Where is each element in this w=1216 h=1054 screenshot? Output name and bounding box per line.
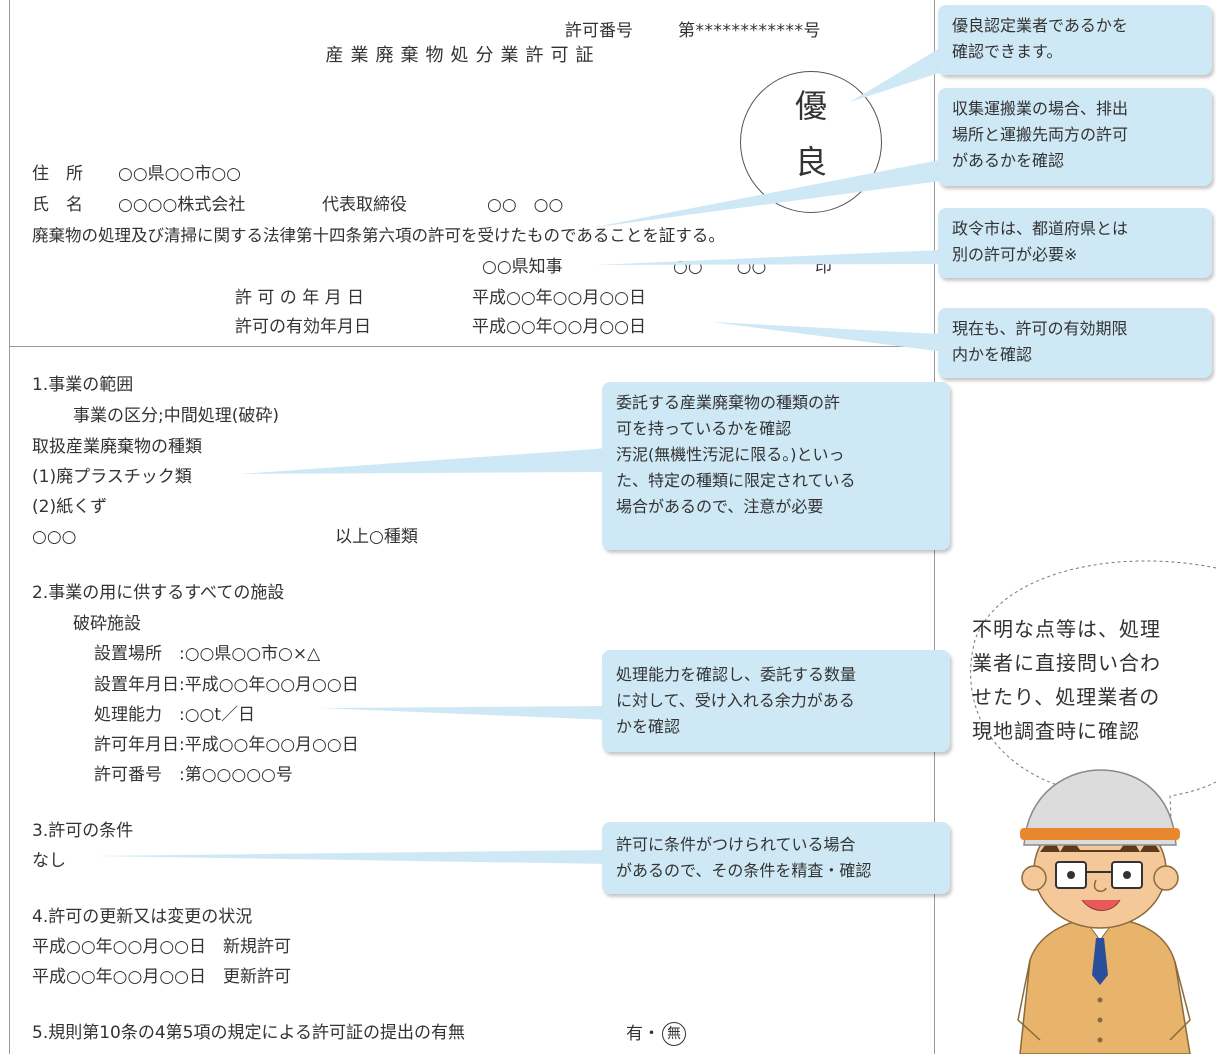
section-5-text: 5.規則第10条の4第5項の規定による許可証の提出の有無 (32, 1023, 465, 1043)
facility-install-date: 設置年月日:平成○○年○○月○○日 (94, 675, 359, 695)
waste-type-item: ○○○ (32, 527, 77, 547)
submission-no-circled: 無 (662, 1022, 686, 1046)
callout-waste-types: 委託する産業廃棄物の種類の許 可を持っているかを確認 汚泥(無機性汚泥に限る。)… (602, 382, 950, 550)
section-1-heading: 1.事業の範囲 (32, 375, 134, 395)
section-3-heading: 3.許可の条件 (32, 821, 134, 841)
pointer-c7 (92, 850, 610, 864)
facility-permit-date: 許可年月日:平成○○年○○月○○日 (94, 735, 359, 755)
callout-line: 現在も、許可の有効期限 (952, 319, 1128, 338)
callout-line: 別の許可が必要※ (952, 245, 1078, 264)
callout-line: 許可に条件がつけられている場合 (616, 835, 856, 854)
section-4-heading: 4.許可の更新又は変更の状況 (32, 907, 253, 927)
callout-line: 優良認定業者であるかを (952, 16, 1128, 35)
section-2-heading: 2.事業の用に供するすべての施設 (32, 583, 285, 603)
callout-transport: 収集運搬業の場合、排出 場所と運搬先両方の許可 があるかを確認 (938, 88, 1212, 186)
callout-line: た、特定の種類に限定されている (616, 471, 856, 490)
representative-title: 代表取締役 (322, 195, 407, 215)
facility-permit-number: 許可番号 :第○○○○○号 (94, 765, 293, 785)
pointer-c2 (590, 160, 948, 228)
pointer-c3 (595, 250, 944, 265)
callout-excellent: 優良認定業者であるかを 確認できます。 (938, 5, 1212, 75)
callout-line: 政令市は、都道府県とは (952, 219, 1129, 238)
callout-line: 場所と運搬先両方の許可 (952, 125, 1129, 144)
callout-validity: 現在も、許可の有効期限 内かを確認 (938, 308, 1212, 378)
separator: ・ (643, 1024, 660, 1044)
speech-line: 現地調査時に確認 (972, 719, 1140, 743)
stamp-char-2: 良 (794, 143, 827, 181)
waste-type-item: (2)紙くず (32, 497, 108, 517)
renewal-line: 平成○○年○○月○○日 更新許可 (32, 967, 292, 987)
speech-line: せたり、処理業者の (972, 685, 1161, 709)
valid-date-value: 平成○○年○○月○○日 (472, 317, 647, 337)
callout-line: 場合があるので、注意が必要 (616, 497, 824, 516)
facility-name: 破砕施設 (73, 614, 141, 634)
document-divider (9, 346, 935, 347)
company-name: ○○○○株式会社 (118, 195, 246, 215)
permit-date-label: 許 可 の 年 月 日 (235, 288, 365, 308)
waste-type-item: (1)廃プラスチック類 (32, 467, 192, 487)
pointer-c4 (712, 322, 944, 352)
callout-line: 汚泥(無機性汚泥に限る。)といっ (616, 445, 845, 464)
speech-text: 不明な点等は、処理業者に直接問い合わせたり、処理業者の現地調査時に確認 (972, 612, 1161, 748)
stamp-char-1: 優 (794, 87, 827, 125)
speech-line: 業者に直接問い合わ (972, 651, 1161, 675)
renewal-line: 平成○○年○○月○○日 新規許可 (32, 937, 292, 957)
waste-types-total: 以上○種類 (335, 527, 418, 547)
business-category: 事業の区分;中間処理(破砕) (73, 406, 279, 426)
callout-line: があるかを確認 (952, 151, 1065, 170)
callout-capacity: 処理能力を確認し、委託する数量 に対して、受け入れる余力がある かを確認 (602, 650, 950, 752)
governor: ○○県知事 (482, 257, 563, 277)
yes-label: 有 (626, 1024, 643, 1044)
conditions-value: なし (32, 851, 66, 871)
callout-line: 委託する産業廃棄物の種類の許 (616, 393, 841, 412)
callout-line: 処理能力を確認し、委託する数量 (616, 665, 857, 684)
address-value: ○○県○○市○○ (118, 164, 242, 184)
representative-name: ○○ ○○ (487, 195, 564, 215)
speech-line: 不明な点等は、処理 (972, 617, 1161, 641)
pointer-c1 (850, 48, 948, 102)
valid-date-label: 許可の有効年月日 (235, 317, 371, 337)
callout-line: 可を持っているかを確認 (616, 419, 792, 438)
callout-line: があるので、その条件を精査・確認 (616, 861, 872, 880)
callout-line: 内かを確認 (952, 345, 1033, 364)
license-title: 産業廃棄物処分業許可証 (325, 45, 601, 66)
callout-designated-city: 政令市は、都道府県とは 別の許可が必要※ (938, 208, 1212, 278)
waste-types-heading: 取扱産業廃棄物の種類 (32, 437, 202, 457)
callout-line: 確認できます。 (952, 42, 1063, 61)
address-label: 住 所 (32, 164, 83, 184)
callout-line: かを確認 (616, 717, 681, 736)
submission-yes: 有・無 (626, 1022, 686, 1046)
pointer-c5 (240, 448, 610, 474)
callout-conditions: 許可に条件がつけられている場合 があるので、その条件を精査・確認 (602, 822, 950, 894)
pointer-c6 (320, 706, 610, 720)
callout-line: 収集運搬業の場合、排出 (952, 99, 1129, 118)
facility-capacity: 処理能力 :○○t／日 (94, 705, 256, 725)
name-label: 氏 名 (32, 195, 83, 215)
callout-line: に対して、受け入れる余力がある (616, 691, 855, 710)
license-number-label: 許可番号 (565, 21, 633, 41)
permit-date-value: 平成○○年○○月○○日 (472, 288, 647, 308)
facility-place: 設置場所 :○○県○○市○×△ (94, 644, 321, 664)
certification-text: 廃棄物の処理及び清掃に関する法律第十四条第六項の許可を受けたものであることを証す… (32, 226, 725, 245)
license-number-value: 第************号 (678, 21, 821, 41)
